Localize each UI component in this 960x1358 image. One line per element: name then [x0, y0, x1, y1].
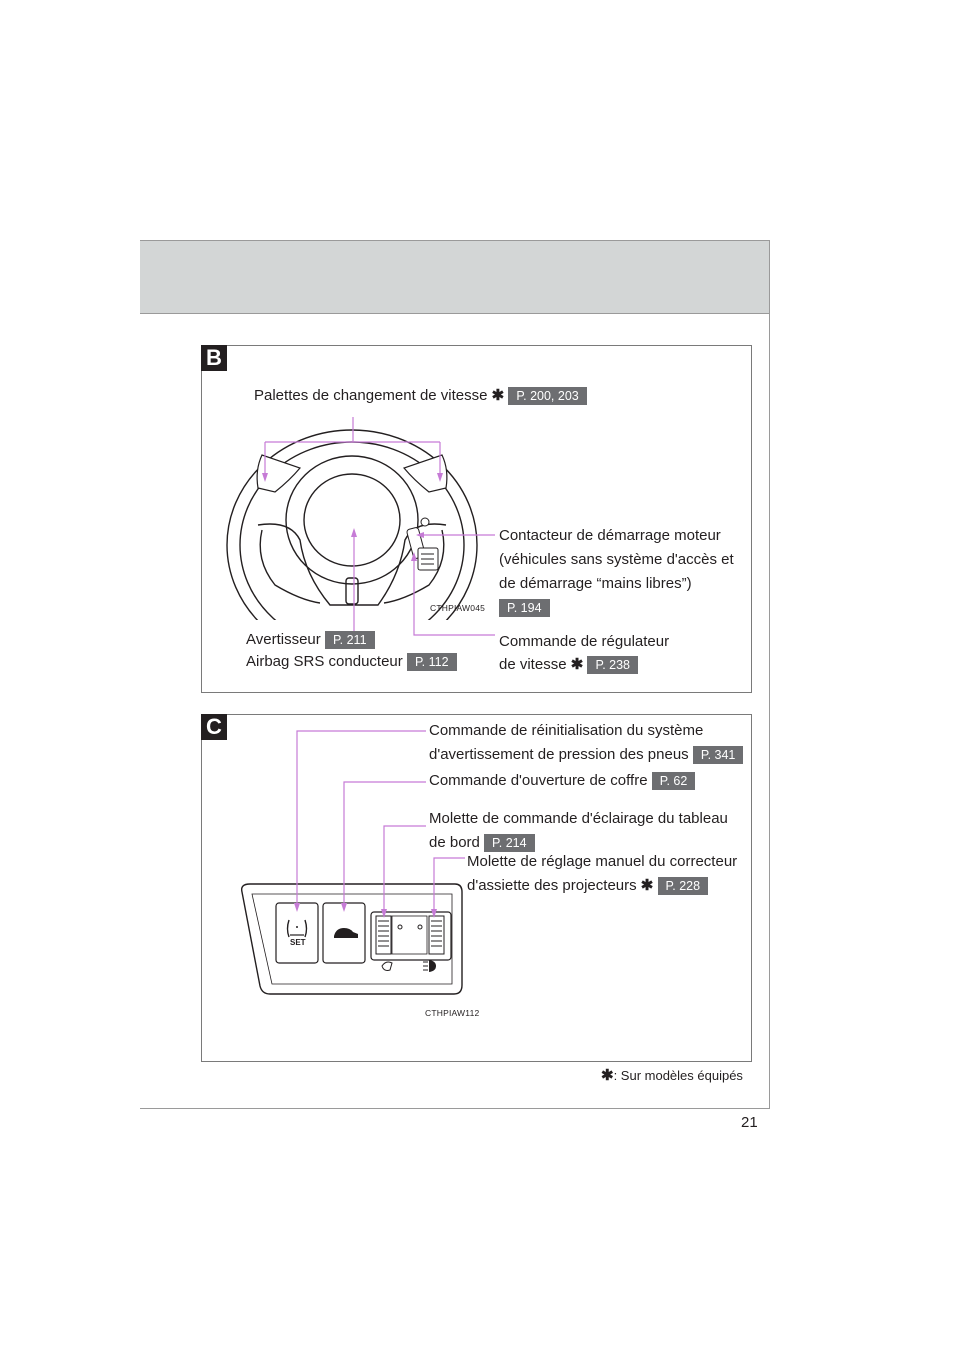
right-rule	[769, 240, 770, 1108]
page-number: 21	[741, 1114, 758, 1131]
right-paddle	[402, 454, 448, 493]
page-ref-headlight-level: P. 228	[657, 877, 709, 895]
header-band	[140, 240, 769, 314]
callout-airbag: Airbag SRS conducteur P. 112	[246, 651, 457, 673]
image-code-c: CTHPIAW112	[425, 1008, 480, 1018]
callout-tpms: Commande de réinitialisation du système …	[429, 720, 744, 766]
set-button-label: SET	[290, 938, 306, 947]
callout-horn: Avertisseur P. 211	[246, 629, 375, 651]
page-ref-horn: P. 211	[324, 631, 375, 649]
callout-trunk: Commande d'ouverture de coffre P. 62	[429, 770, 696, 792]
image-code-b: CTHPIAW045	[430, 603, 486, 613]
callout-headlight-level: Molette de réglage manuel du correcteur …	[467, 853, 738, 895]
section-c-label: C	[201, 714, 227, 740]
page-ref-tpms: P. 341	[692, 746, 744, 764]
page-ref-shift-paddles: P. 200, 203	[508, 387, 587, 405]
callout-dash-light: Molette de commande d'éclairage du table…	[429, 810, 728, 852]
callout-shift-paddles: Palettes de changement de vitesse ✱ P. 2…	[254, 385, 587, 407]
left-paddle	[256, 454, 302, 493]
page-ref-airbag: P. 112	[406, 653, 457, 671]
section-b-label: B	[201, 345, 227, 371]
cruise-switch	[406, 527, 439, 571]
bottom-rule	[140, 1108, 770, 1109]
footnote: ✱: Sur modèles équipés	[601, 1067, 743, 1084]
page-ref-cruise: P. 238	[587, 656, 638, 674]
callout-cruise: Commande de régulateur de vitesse ✱ P. 2…	[499, 633, 670, 674]
footnote-asterisk: ✱	[601, 1067, 614, 1084]
callout-start-switch: Contacteur de démarrage moteur (véhicule…	[499, 527, 734, 617]
page-ref-start-switch: P. 194	[499, 599, 550, 617]
page-ref-trunk: P. 62	[651, 772, 696, 790]
page-ref-dash-light: P. 214	[484, 834, 535, 852]
